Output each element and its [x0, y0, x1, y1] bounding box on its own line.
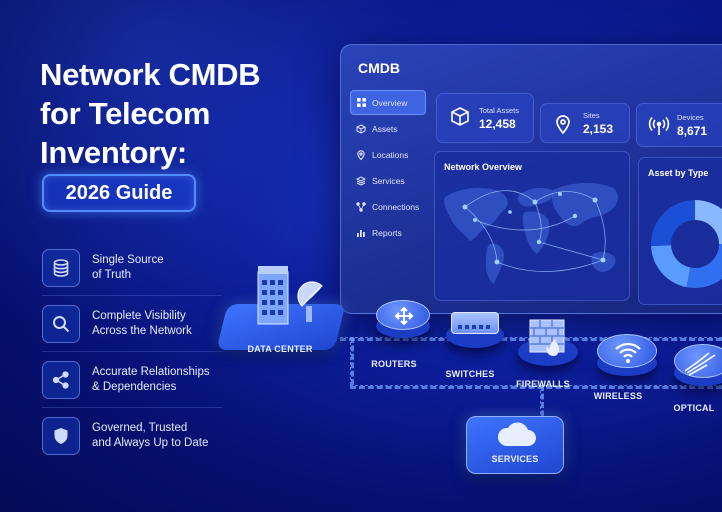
- switches-label: SWITCHES: [445, 369, 495, 379]
- data-center-label: DATA CENTER: [247, 344, 313, 354]
- layers-icon: [356, 175, 366, 186]
- share-icon: [42, 360, 80, 399]
- routers-node[interactable]: [372, 300, 432, 360]
- guide-badge: 2026 Guide: [42, 174, 196, 212]
- optical-fiber-icon: [674, 344, 722, 378]
- router-icon: [376, 300, 430, 330]
- headline-title: Network CMDB for Telecom Inventory:: [40, 57, 261, 170]
- nav-item-services[interactable]: Services: [350, 168, 426, 193]
- connection-line: [350, 337, 354, 385]
- dashboard-nav: Overview Assets Locations Services Conne…: [350, 90, 426, 246]
- stat-value: 2,153: [583, 122, 614, 136]
- optical-label: OPTICAL: [673, 403, 715, 413]
- search-icon: [42, 304, 80, 343]
- dashboard-title: CMDB: [358, 60, 400, 76]
- grid-icon: [357, 98, 366, 107]
- stat-label: Devices: [677, 113, 704, 122]
- world-map-graphic: [444, 182, 619, 284]
- cube-icon: [451, 107, 469, 126]
- pin-icon: [556, 115, 570, 134]
- network-overview-panel[interactable]: Network Overview: [434, 151, 630, 301]
- nav-label: Services: [372, 175, 405, 186]
- routers-label: ROUTERS: [371, 359, 417, 369]
- feature-item: Governed, Trusted and Always Up to Date: [42, 408, 222, 464]
- cloud-icon: [497, 422, 536, 446]
- donut-segment: [651, 200, 722, 288]
- database-icon: [42, 248, 80, 287]
- network-overview-title: Network Overview: [444, 162, 523, 172]
- stat-card-sites[interactable]: Sites 2,153: [540, 103, 630, 143]
- services-node[interactable]: SERVICES: [466, 412, 564, 474]
- stat-card-total-assets[interactable]: Total Assets 12,458: [436, 93, 534, 143]
- firewalls-node[interactable]: [516, 316, 580, 378]
- connection-line: [350, 385, 722, 389]
- shield-icon: [42, 417, 80, 455]
- nav-item-locations[interactable]: Locations: [350, 142, 426, 167]
- wireless-node[interactable]: [596, 330, 658, 390]
- feature-item: Complete Visibility Across the Network: [42, 296, 222, 352]
- feature-text: Accurate Relationships & Dependencies: [92, 365, 210, 393]
- feature-item: Single Source of Truth: [42, 240, 222, 296]
- building-icon: [257, 266, 323, 325]
- stat-value: 8,671: [677, 124, 708, 138]
- nav-item-assets[interactable]: Assets: [350, 116, 426, 141]
- network-nodes: [462, 192, 606, 265]
- pin-icon: [357, 149, 365, 160]
- nav-label: Locations: [372, 149, 409, 160]
- firewall-icon: [529, 319, 565, 356]
- feature-item: Accurate Relationships & Dependencies: [42, 352, 222, 408]
- feature-text: Single Source of Truth: [92, 253, 164, 281]
- feature-list: Single Source of Truth Complete Visibili…: [42, 240, 222, 464]
- services-label: SERVICES: [491, 454, 539, 464]
- nav-item-reports[interactable]: Reports: [350, 220, 426, 245]
- donut-chart: [651, 200, 722, 288]
- feature-text: Governed, Trusted and Always Up to Date: [92, 422, 209, 449]
- nav-label: Reports: [372, 227, 402, 238]
- switches-node[interactable]: [444, 306, 506, 364]
- stat-label: Sites: [583, 111, 600, 120]
- firewalls-label: FIREWALLS: [516, 379, 570, 389]
- stat-value: 12,458: [479, 117, 516, 131]
- wireless-label: WIRELESS: [593, 391, 643, 401]
- donut-segment: [651, 200, 722, 288]
- nav-item-overview[interactable]: Overview: [350, 90, 426, 115]
- cube-icon: [356, 123, 366, 134]
- asset-by-type-panel[interactable]: Asset by Type: [638, 157, 722, 305]
- nav-item-connections[interactable]: Connections: [350, 194, 426, 219]
- wifi-icon: [597, 334, 657, 368]
- nodes-icon: [356, 201, 366, 212]
- data-center-node[interactable]: DATA CENTER: [216, 290, 346, 354]
- continents: [444, 182, 619, 284]
- stat-card-devices[interactable]: Devices 8,671: [636, 103, 722, 147]
- bar-chart-icon: [357, 229, 365, 237]
- stat-label: Total Assets: [479, 106, 520, 115]
- optical-node[interactable]: [674, 340, 722, 400]
- connection-arcs: [464, 190, 606, 272]
- asset-by-type-title: Asset by Type: [648, 168, 709, 178]
- nav-label: Overview: [372, 97, 408, 108]
- nav-label: Connections: [372, 201, 420, 212]
- cmdb-dashboard: CMDB Overview Assets Locations Services …: [340, 44, 722, 314]
- nav-label: Assets: [372, 123, 398, 134]
- switch-icon: [451, 312, 499, 334]
- antenna-icon: [648, 116, 670, 135]
- feature-text: Complete Visibility Across the Network: [92, 309, 192, 337]
